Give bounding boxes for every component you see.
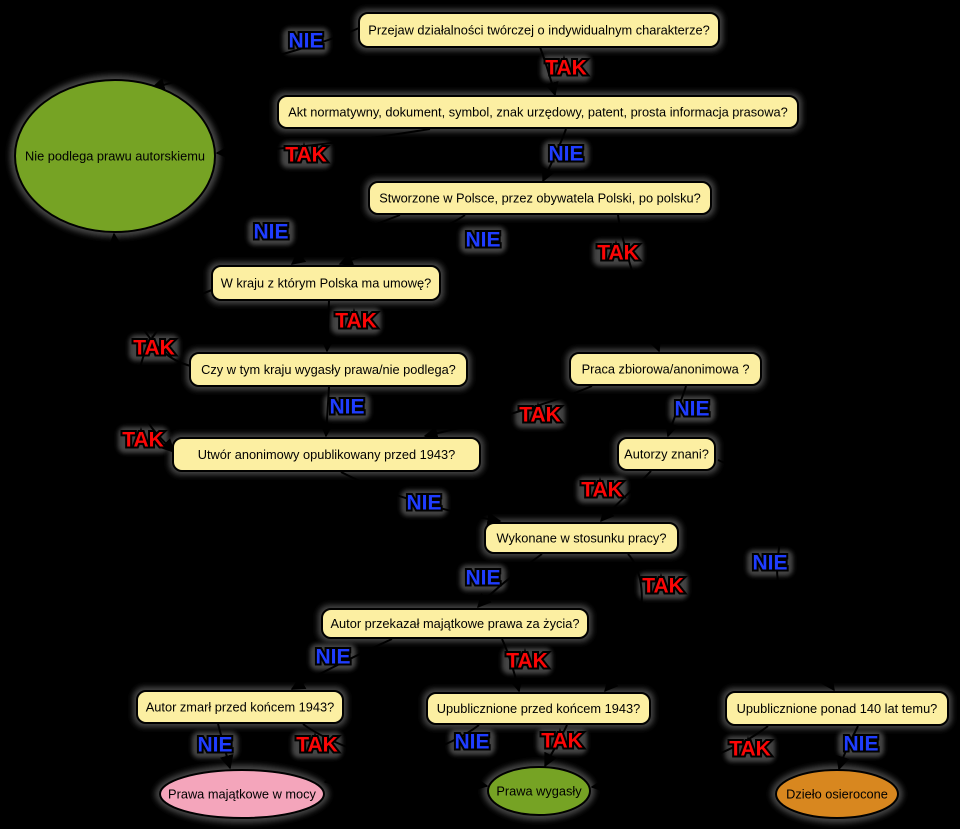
svg-text:TAK: TAK (296, 734, 338, 757)
svg-text:W kraju z którym Polska ma umo: W kraju z którym Polska ma umowę? (221, 276, 432, 291)
svg-text:Upublicznione ponad 140 lat te: Upublicznione ponad 140 lat temu? (737, 701, 938, 716)
svg-text:TAK: TAK (519, 404, 561, 427)
svg-text:Dzieło osierocone: Dzieło osierocone (786, 787, 888, 802)
svg-text:NIE: NIE (406, 492, 441, 515)
svg-text:Utwór anonimowy opublikowany p: Utwór anonimowy opublikowany przed 1943? (198, 447, 456, 462)
svg-text:NIE: NIE (465, 229, 500, 252)
svg-text:TAK: TAK (545, 57, 587, 80)
svg-text:NIE: NIE (674, 398, 709, 421)
svg-text:Autor przekazał majątkowe praw: Autor przekazał majątkowe prawa za życia… (331, 616, 580, 631)
svg-text:NIE: NIE (548, 143, 583, 166)
svg-text:TAK: TAK (506, 650, 548, 673)
svg-text:Stworzone w Polsce, przez obyw: Stworzone w Polsce, przez obywatela Pols… (379, 191, 701, 206)
svg-text:NIE: NIE (454, 731, 489, 754)
svg-text:Upublicznione przed końcem 194: Upublicznione przed końcem 1943? (437, 701, 640, 716)
svg-text:NIE: NIE (315, 646, 350, 669)
svg-text:NIE: NIE (288, 30, 323, 53)
svg-text:NIE: NIE (843, 733, 878, 756)
svg-text:TAK: TAK (597, 242, 639, 265)
svg-text:NIE: NIE (329, 396, 364, 419)
svg-text:Praca zbiorowa/anonimowa ?: Praca zbiorowa/anonimowa ? (582, 362, 750, 377)
svg-text:NIE: NIE (253, 221, 288, 244)
svg-text:TAK: TAK (133, 337, 175, 360)
svg-text:NIE: NIE (197, 734, 232, 757)
svg-text:TAK: TAK (335, 310, 377, 333)
svg-text:Akt normatywny, dokument, symb: Akt normatywny, dokument, symbol, znak u… (288, 105, 788, 120)
svg-text:Prawa majątkowe w mocy: Prawa majątkowe w mocy (168, 787, 317, 802)
svg-text:TAK: TAK (541, 730, 583, 753)
svg-text:TAK: TAK (642, 575, 684, 598)
svg-text:NIE: NIE (752, 552, 787, 575)
svg-text:TAK: TAK (581, 479, 623, 502)
svg-text:TAK: TAK (122, 429, 164, 452)
svg-text:Autor zmarł przed końcem 1943?: Autor zmarł przed końcem 1943? (146, 700, 335, 715)
svg-text:Nie podlega prawu autorskiemu: Nie podlega prawu autorskiemu (25, 149, 205, 164)
svg-text:TAK: TAK (729, 738, 771, 761)
svg-text:TAK: TAK (285, 144, 327, 167)
svg-text:Prawa wygasły: Prawa wygasły (496, 784, 582, 799)
svg-text:Przejaw działalności twórczej: Przejaw działalności twórczej o indywidu… (368, 23, 709, 38)
svg-text:Autorzy znani?: Autorzy znani? (624, 447, 709, 462)
svg-text:Czy w tym kraju wygasły prawa/: Czy w tym kraju wygasły prawa/nie podleg… (201, 362, 456, 377)
svg-text:NIE: NIE (465, 567, 500, 590)
svg-text:Wykonane w stosunku pracy?: Wykonane w stosunku pracy? (497, 531, 667, 546)
